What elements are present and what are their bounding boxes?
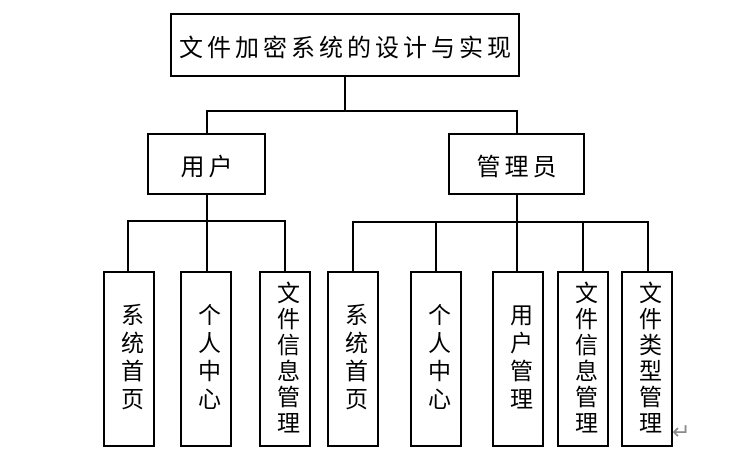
- leaf-admin-file-type-mgmt-label: 文件类型管理: [634, 281, 661, 437]
- leaf-user-personal-center: 个人中心: [180, 271, 232, 447]
- node-root-label: 文件加密系统的设计与实现: [179, 33, 515, 62]
- leaf-admin-system-home: 系统首页: [327, 271, 379, 447]
- leaf-admin-file-info-mgmt-label: 文件信息管理: [570, 281, 597, 437]
- connector-admin-child1-drop: [352, 221, 354, 272]
- connector-admin-horizontal: [353, 221, 649, 223]
- leaf-admin-personal-center-label: 个人中心: [423, 303, 450, 415]
- connector-admin-child2-drop: [435, 221, 437, 272]
- connector-admin-child4-drop: [582, 221, 584, 272]
- node-admin: 管理员: [448, 133, 585, 195]
- leaf-admin-personal-center: 个人中心: [410, 271, 462, 447]
- leaf-user-system-home-label: 系统首页: [116, 303, 143, 415]
- connector-admin-drop: [516, 110, 518, 134]
- leaf-admin-user-mgmt-label: 用户管理: [505, 303, 532, 415]
- connector-user-horizontal: [128, 220, 286, 222]
- leaf-admin-user-mgmt: 用户管理: [492, 271, 544, 447]
- leaf-admin-file-info-mgmt: 文件信息管理: [557, 271, 609, 447]
- node-user-label: 用户: [180, 152, 237, 181]
- leaf-user-personal-center-label: 个人中心: [193, 303, 220, 415]
- connector-user-child1-drop: [127, 220, 129, 272]
- node-user: 用户: [147, 133, 266, 195]
- connector-top-horizontal: [206, 110, 518, 112]
- paragraph-return-icon: ↵: [672, 420, 691, 445]
- leaf-user-file-info-mgmt: 文件信息管理: [259, 271, 311, 447]
- leaf-admin-file-type-mgmt: 文件类型管理: [621, 271, 673, 447]
- node-admin-label: 管理员: [476, 152, 561, 181]
- connector-user-stub: [206, 194, 208, 272]
- node-root: 文件加密系统的设计与实现: [170, 13, 520, 77]
- leaf-admin-system-home-label: 系统首页: [340, 303, 367, 415]
- connector-admin-stub: [516, 194, 518, 272]
- leaf-user-system-home: 系统首页: [103, 271, 155, 447]
- connector-user-drop: [206, 110, 208, 134]
- connector-user-child3-drop: [284, 220, 286, 272]
- connector-root-stub: [344, 76, 346, 112]
- connector-admin-child5-drop: [647, 221, 649, 272]
- leaf-user-file-info-mgmt-label: 文件信息管理: [272, 281, 299, 437]
